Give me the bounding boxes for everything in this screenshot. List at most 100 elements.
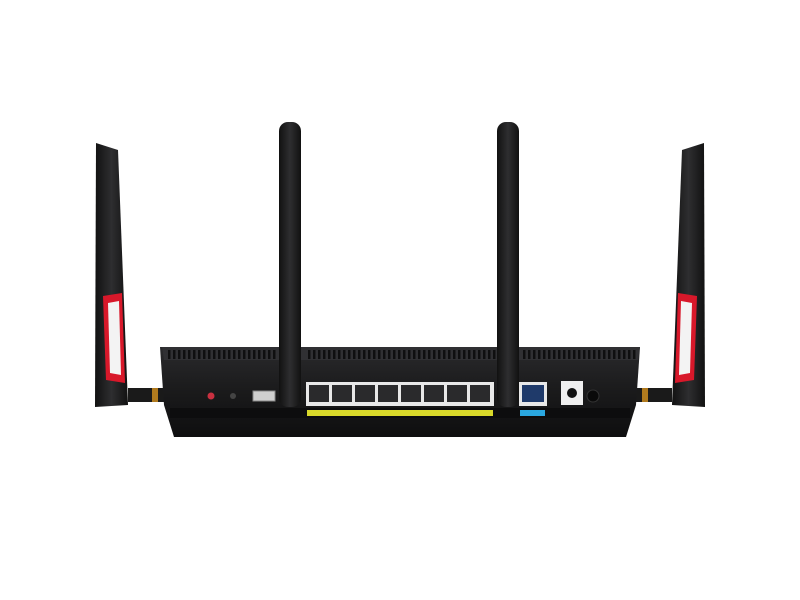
vent-slot [598, 350, 601, 359]
lan-port [447, 385, 467, 402]
vent-slot [388, 350, 391, 359]
vent-slot [438, 350, 441, 359]
vent-slot [178, 350, 181, 359]
vent-slot [563, 350, 566, 359]
left-antenna [95, 143, 166, 407]
lan-color-strip [307, 410, 493, 416]
lan-port [401, 385, 421, 402]
vent-slot [448, 350, 451, 359]
vent-slot [213, 350, 216, 359]
right-antenna-gold-ring [642, 388, 648, 402]
left-antenna-gold-ring [152, 388, 158, 402]
vent-slot [408, 350, 411, 359]
vent-slot [583, 350, 586, 359]
vent-slot [348, 350, 351, 359]
vent-slot [323, 350, 326, 359]
vent-slot [188, 350, 191, 359]
vent-slot [573, 350, 576, 359]
vent-slot [378, 350, 381, 359]
vent-slot [338, 350, 341, 359]
vent-slot [413, 350, 416, 359]
lan-port [378, 385, 398, 402]
power-button [586, 389, 600, 403]
lan-port [424, 385, 444, 402]
vent-slot [478, 350, 481, 359]
vent-slot [453, 350, 456, 359]
vent-slot [458, 350, 461, 359]
vent-slot [318, 350, 321, 359]
left-antenna-connector [128, 388, 166, 402]
vent-slot [168, 350, 171, 359]
vent-slot [628, 350, 631, 359]
vent-slot [253, 350, 256, 359]
vent-slot [553, 350, 556, 359]
vent-slot [418, 350, 421, 359]
lan-port [332, 385, 352, 402]
vent-slot [268, 350, 271, 359]
vent-slot [423, 350, 426, 359]
center-left-antenna [279, 122, 301, 407]
vent-slot [533, 350, 536, 359]
lan-port [355, 385, 375, 402]
right-antenna-window [679, 301, 692, 375]
vent-slot [568, 350, 571, 359]
wps-button [230, 393, 236, 399]
reset-button [207, 392, 215, 400]
vent-slot [428, 350, 431, 359]
vent-slot [363, 350, 366, 359]
vent-slot [603, 350, 606, 359]
vent-slot [403, 350, 406, 359]
vent-slot [218, 350, 221, 359]
vent-slot [383, 350, 386, 359]
vent-slot [608, 350, 611, 359]
vent-slot [398, 350, 401, 359]
vent-slot [633, 350, 636, 359]
vent-slot [343, 350, 346, 359]
vent-slot [613, 350, 616, 359]
vent-slot [488, 350, 491, 359]
vent-slot [483, 350, 486, 359]
vent-slot [358, 350, 361, 359]
vent-slot [198, 350, 201, 359]
vent-slot [373, 350, 376, 359]
vent-slot [618, 350, 621, 359]
vent-slot [233, 350, 236, 359]
vent-slot [173, 350, 176, 359]
vent-slots [168, 350, 636, 359]
vent-slot [208, 350, 211, 359]
vent-slot [328, 350, 331, 359]
vent-slot [308, 350, 311, 359]
vent-slot [558, 350, 561, 359]
vent-slot [263, 350, 266, 359]
vent-slot [273, 350, 276, 359]
vent-slot [538, 350, 541, 359]
vent-slot [248, 350, 251, 359]
lan-ports [309, 385, 490, 402]
left-antenna-window [108, 301, 121, 375]
vent-slot [393, 350, 396, 359]
vent-slot [593, 350, 596, 359]
vent-slot [473, 350, 476, 359]
vent-slot [588, 350, 591, 359]
vent-slot [528, 350, 531, 359]
vent-slot [548, 350, 551, 359]
center-right-antenna [497, 122, 519, 407]
vent-slot [238, 350, 241, 359]
vent-slot [463, 350, 466, 359]
vent-slot [523, 350, 526, 359]
right-antenna-connector [634, 388, 672, 402]
vent-slot [333, 350, 336, 359]
vent-slot [623, 350, 626, 359]
vent-slot [183, 350, 186, 359]
vent-slot [368, 350, 371, 359]
vent-slot [313, 350, 316, 359]
vent-slot [228, 350, 231, 359]
vent-slot [468, 350, 471, 359]
right-antenna [634, 143, 705, 407]
vent-slot [443, 350, 446, 359]
vent-slot [543, 350, 546, 359]
lan-port [470, 385, 490, 402]
vent-slot [353, 350, 356, 359]
wan-color-strip [520, 410, 545, 416]
